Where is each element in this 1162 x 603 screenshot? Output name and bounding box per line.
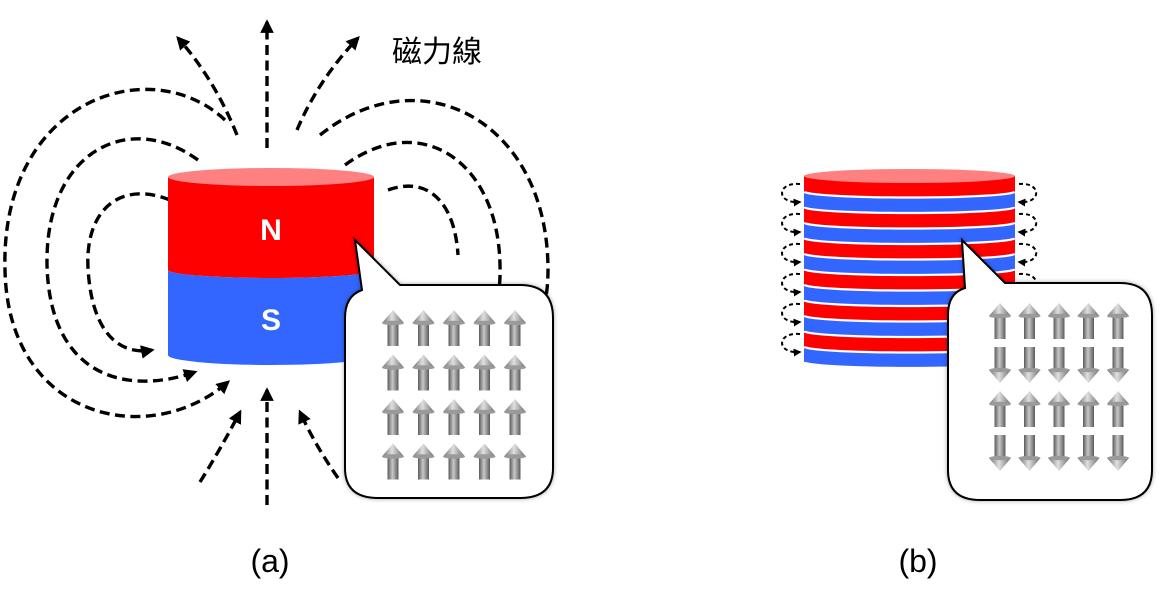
magnet-top-face [168, 168, 374, 186]
spin-arrow-up [412, 399, 435, 435]
spin-arrow-up [473, 399, 496, 435]
small-field-loop-right [1017, 182, 1038, 207]
spin-arrow-up [504, 443, 526, 480]
spin-arrow-down [989, 347, 1011, 383]
spin-arrow-up [473, 354, 496, 391]
spin-arrow-down [1077, 435, 1100, 471]
spin-arrow-up [1048, 391, 1070, 427]
spin-arrow-up [504, 354, 526, 391]
spin-arrow-up [504, 310, 526, 346]
field-line-lower-left [198, 409, 242, 483]
small-field-loop-left [781, 182, 802, 207]
field-line-right-inner [387, 184, 460, 256]
spin-arrow-up [1107, 303, 1129, 339]
field-line-upper-left [176, 35, 239, 136]
field-line-left-outer [3, 87, 231, 419]
spin-callout-a [344, 237, 554, 499]
south-pole-body [168, 270, 374, 365]
panel-a: N S 磁力線 (a) [3, 19, 554, 579]
small-field-loop-left [781, 302, 802, 327]
field-lines-label: 磁力線 [392, 35, 482, 70]
spin-arrow-up [1018, 391, 1041, 427]
small-field-loop-left [781, 242, 802, 267]
spin-arrow-down [1048, 435, 1070, 471]
spin-arrow-up [473, 310, 496, 346]
spin-arrow-up [382, 354, 404, 391]
small-field-loop-left [781, 212, 802, 237]
bar-magnet: N S [168, 168, 374, 365]
spin-grid-b [989, 303, 1129, 471]
spin-arrow-down [1107, 435, 1129, 471]
spin-arrow-up [443, 399, 465, 435]
spin-arrow-up [443, 310, 465, 346]
spin-arrow-down [1077, 347, 1100, 383]
spin-arrow-up [504, 399, 526, 435]
spin-grid-a [382, 310, 526, 480]
spin-arrow-up [443, 354, 465, 391]
spin-arrow-down [1048, 347, 1070, 383]
field-line-left-middle [45, 137, 200, 383]
spin-arrow-up [1107, 391, 1129, 427]
spin-arrow-up [412, 443, 435, 480]
panel-b: (b) [781, 169, 1153, 579]
layered-magnet-stack [802, 169, 1017, 370]
spin-arrow-up [989, 391, 1011, 427]
north-pole-label: N [260, 214, 282, 247]
spin-arrow-down [1018, 435, 1041, 471]
small-field-loop-right [1017, 242, 1038, 267]
spin-arrow-up [443, 443, 465, 480]
spin-arrow-up [989, 303, 1011, 339]
spin-arrow-down [1107, 347, 1129, 383]
spin-arrow-down [1018, 347, 1041, 383]
stack-top-face [804, 169, 1015, 183]
spin-arrow-up [382, 443, 404, 480]
field-line-left-inner [86, 192, 171, 359]
north-pole-body [168, 177, 374, 278]
small-field-loop-left [781, 332, 802, 357]
spin-arrow-up [1048, 303, 1070, 339]
spin-arrow-up [382, 310, 404, 346]
spin-arrow-up [473, 443, 496, 480]
panel-b-label: (b) [898, 543, 937, 579]
panel-a-label: (a) [250, 543, 289, 579]
spin-arrow-up [382, 399, 404, 435]
spin-callout-b [947, 237, 1153, 501]
field-line-upper-right [295, 36, 360, 131]
spin-arrow-up [412, 310, 435, 346]
south-pole-label: S [261, 304, 281, 337]
spin-arrow-up [1077, 391, 1100, 427]
small-field-loop-right [1017, 212, 1038, 237]
spin-arrow-down [989, 435, 1011, 471]
spin-arrow-up [1018, 303, 1041, 339]
spin-arrow-up [1077, 303, 1100, 339]
spin-arrow-up [412, 354, 435, 391]
small-field-loop-left [781, 272, 802, 297]
field-line-lower-right [298, 409, 340, 479]
